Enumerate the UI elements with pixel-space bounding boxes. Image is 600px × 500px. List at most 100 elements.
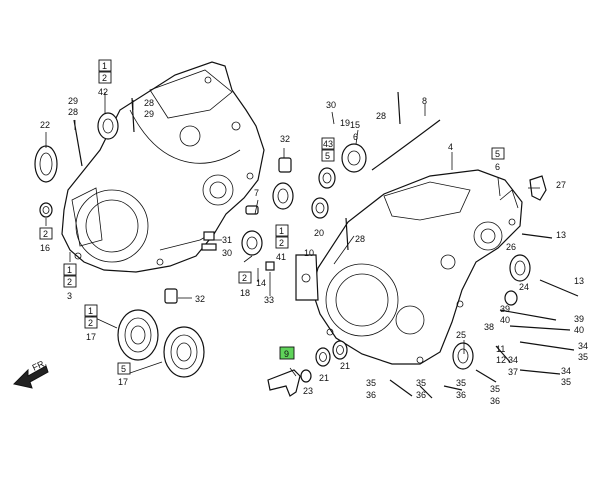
seal-22 xyxy=(34,145,58,183)
label-35: 35 xyxy=(578,352,588,362)
label-29: 29 xyxy=(144,109,154,119)
label-5: 5 xyxy=(495,149,500,159)
label-2: 2 xyxy=(279,238,284,248)
gasket-plate xyxy=(295,254,319,301)
label-12: 12 xyxy=(496,355,506,365)
seal-26 xyxy=(504,290,518,306)
bearing-15 xyxy=(341,143,367,173)
label-14: 14 xyxy=(256,278,266,288)
seal-24 xyxy=(509,254,531,282)
right-crankcase-half xyxy=(311,169,523,365)
seal-25 xyxy=(452,342,474,370)
label-2: 2 xyxy=(102,73,107,83)
label-30: 30 xyxy=(222,248,232,258)
label-35: 35 xyxy=(456,378,466,388)
label-10: 10 xyxy=(304,248,314,258)
label-36: 36 xyxy=(366,390,376,400)
bearing-42 xyxy=(97,112,119,140)
label-37: 37 xyxy=(508,367,518,377)
label-24: 24 xyxy=(519,282,529,292)
label-5: 5 xyxy=(121,364,126,374)
label-35: 35 xyxy=(561,377,571,387)
label-43: 43 xyxy=(323,139,333,149)
label-4: 4 xyxy=(448,142,453,152)
label-26: 26 xyxy=(506,242,516,252)
bearing-43 xyxy=(318,167,336,189)
label-18: 18 xyxy=(240,288,250,298)
label-21: 21 xyxy=(340,361,350,371)
plug-31 xyxy=(201,231,217,251)
leader-lines xyxy=(45,92,540,377)
label-36: 36 xyxy=(456,390,466,400)
bolts-right xyxy=(389,233,579,399)
dowel-32-lower xyxy=(164,288,178,304)
label-2: 2 xyxy=(242,273,247,283)
label-1: 1 xyxy=(279,226,284,236)
label-23: 23 xyxy=(303,386,313,396)
fr-direction-arrow: FR. xyxy=(13,358,49,389)
label-31: 31 xyxy=(222,235,232,245)
label-6: 6 xyxy=(353,132,358,142)
collar-21b xyxy=(332,340,348,360)
label-15: 15 xyxy=(350,120,360,130)
label-39: 39 xyxy=(500,304,510,314)
label-33: 33 xyxy=(264,295,274,305)
left-crankcase-half xyxy=(61,61,265,273)
label-21: 21 xyxy=(319,373,329,383)
label-27: 27 xyxy=(556,180,566,190)
label-32: 32 xyxy=(280,134,290,144)
label-36: 36 xyxy=(490,396,500,406)
label-32: 32 xyxy=(195,294,205,304)
label-19: 19 xyxy=(340,118,350,128)
part-number-labels: 1 2 42 29 28 28 29 22 2 16 1 2 3 1 2 17 … xyxy=(40,61,588,406)
label-35: 35 xyxy=(416,378,426,388)
label-9-highlighted: 9 xyxy=(284,349,289,359)
part-9-bracket xyxy=(267,369,301,397)
label-2: 2 xyxy=(67,277,72,287)
label-3: 3 xyxy=(67,291,72,301)
label-1: 1 xyxy=(102,61,107,71)
label-2: 2 xyxy=(43,229,48,239)
pipe-8 xyxy=(371,119,441,171)
bearing-2f xyxy=(241,230,263,256)
label-42: 42 xyxy=(98,87,108,97)
label-11: 11 xyxy=(496,344,505,354)
label-13: 13 xyxy=(556,230,566,240)
label-28: 28 xyxy=(68,107,78,117)
label-34: 34 xyxy=(508,355,518,365)
label-17: 17 xyxy=(118,377,128,387)
label-2: 2 xyxy=(88,318,93,328)
bearing-17a xyxy=(117,309,159,361)
label-1: 1 xyxy=(88,306,93,316)
label-8: 8 xyxy=(422,96,427,106)
label-6: 6 xyxy=(495,162,500,172)
bolt-33 xyxy=(265,261,275,271)
label-35: 35 xyxy=(490,384,500,394)
label-13: 13 xyxy=(574,276,584,286)
label-35: 35 xyxy=(366,378,376,388)
label-1: 1 xyxy=(67,265,72,275)
label-34: 34 xyxy=(561,366,571,376)
bearing-16 xyxy=(39,202,53,218)
bearing-17b xyxy=(163,326,205,378)
label-39: 39 xyxy=(574,314,584,324)
label-20: 20 xyxy=(314,228,324,238)
bearing-1d xyxy=(272,182,294,210)
label-16: 16 xyxy=(40,243,50,253)
seal-20 xyxy=(311,197,329,219)
label-29: 29 xyxy=(68,96,78,106)
label-25: 25 xyxy=(456,330,466,340)
label-28: 28 xyxy=(355,234,365,244)
stud-28 xyxy=(345,91,401,251)
label-41: 41 xyxy=(276,252,286,262)
oring-7 xyxy=(245,205,259,215)
label-30: 30 xyxy=(326,100,336,110)
label-38: 38 xyxy=(484,322,494,332)
boxed-labels xyxy=(39,59,505,375)
label-40: 40 xyxy=(500,315,510,325)
label-40: 40 xyxy=(574,325,584,335)
label-36: 36 xyxy=(416,390,426,400)
dowel-32-upper xyxy=(278,157,292,173)
label-7: 7 xyxy=(254,188,259,198)
